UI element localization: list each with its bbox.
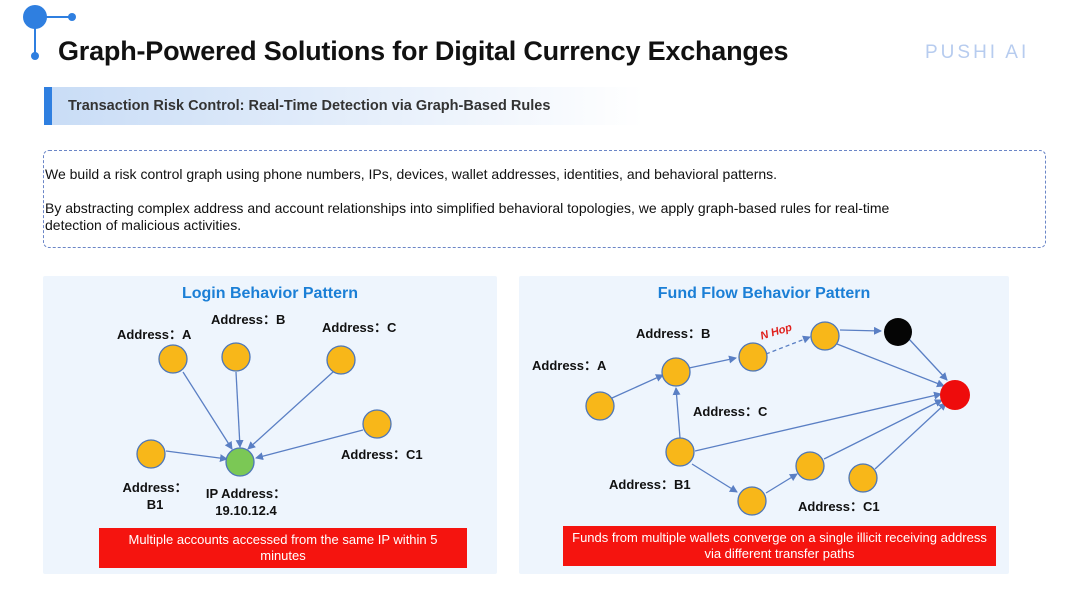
label-ip-address-line2: 19.10.12.4 [215, 503, 277, 518]
fund-callout: Funds from multiple wallets converge on … [563, 526, 996, 566]
node-address-c [665, 437, 695, 467]
fund-panel-title: Fund Flow Behavior Pattern [657, 285, 871, 302]
label-address-c1: Address：C1 [798, 499, 880, 514]
edge-c1-ip [255, 429, 364, 461]
label-address-c1: Address：C1 [341, 447, 423, 462]
edge-b-ip [235, 371, 244, 448]
node-illicit-receiver [940, 380, 970, 410]
node-hop-end [810, 321, 840, 351]
edge-black-red [908, 338, 948, 381]
edge-b1-m [765, 473, 798, 494]
label-address-a: Address：A [117, 327, 192, 342]
login-behavior-panel: Login Behavior Pattern Address：A Address… [43, 276, 497, 574]
intro-line-1: We build a risk control graph using phon… [45, 166, 778, 182]
label-address-a: Address：A [532, 358, 607, 373]
edge-n-hop [765, 335, 811, 355]
node-address-c [326, 345, 356, 375]
login-callout: Multiple accounts accessed from the same… [99, 528, 467, 568]
intro-line-2b: detection of malicious activities. [45, 217, 242, 233]
intro-box [43, 150, 1046, 248]
login-graph [136, 342, 392, 477]
subtitle-accent-bar [44, 87, 52, 125]
edge-b1-ip [165, 450, 228, 463]
intro-line-2a: By abstracting complex address and accou… [45, 200, 890, 216]
edge-n1-red [836, 343, 945, 388]
fund-flow-graph [585, 318, 970, 516]
node-ip-address [225, 447, 255, 477]
corner-decoration [23, 5, 76, 60]
edge-a-ip [182, 371, 233, 450]
edge-b-b2 [688, 355, 737, 369]
edge-a-b [611, 374, 664, 399]
edge-c-red [694, 391, 942, 452]
label-address-b1-line1: Address： [122, 480, 188, 495]
node-address-c1 [848, 463, 878, 493]
node-address-c1 [362, 409, 392, 439]
fund-flow-panel: Fund Flow Behavior Pattern N Hop Address… [519, 276, 1009, 574]
label-address-b1: Address：B1 [609, 477, 691, 492]
label-ip-address-line1: IP Address： [205, 486, 287, 501]
label-address-b: Address：B [636, 326, 711, 341]
edge-c-b [672, 387, 681, 439]
node-address-b [221, 342, 251, 372]
label-address-b1-line2: B1 [146, 497, 164, 512]
subtitle-banner [44, 87, 644, 125]
page-title: Graph-Powered Solutions for Digital Curr… [58, 36, 789, 66]
edge-c1-red [874, 402, 947, 470]
section-subtitle: Transaction Risk Control: Real-Time Dete… [68, 98, 551, 114]
edge-c-ip [247, 371, 334, 450]
label-address-c: Address：C [322, 320, 397, 335]
label-address-c: Address：C [693, 404, 768, 419]
edge-m-red [823, 399, 943, 460]
node-b-next [738, 342, 768, 372]
node-middle [795, 451, 825, 481]
node-address-b1 [136, 439, 166, 469]
edge-n1-black [839, 326, 882, 335]
brand-logo: PUSHI AI [925, 42, 1030, 63]
label-address-b: Address：B [211, 312, 286, 327]
node-hidden [884, 318, 912, 346]
edge-c-b1 [691, 463, 738, 493]
login-panel-title: Login Behavior Pattern [181, 285, 359, 302]
node-address-b [661, 357, 691, 387]
node-address-b1 [737, 486, 767, 516]
node-address-a [158, 344, 188, 374]
node-address-a [585, 391, 615, 421]
